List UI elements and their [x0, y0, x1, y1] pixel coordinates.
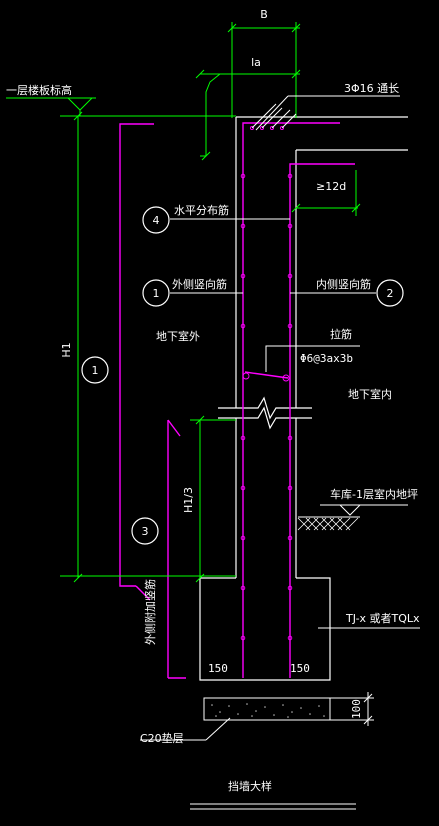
tie-spec-label: Φ6@3ax3b	[300, 352, 353, 365]
callout-4-text: 4	[153, 214, 160, 227]
min12d-label: ≥12d	[316, 180, 346, 193]
garage-floor-label: 车库-1层室内地坪	[330, 487, 418, 501]
rebar	[119, 122, 355, 679]
c20-label: C20垫层	[140, 731, 184, 745]
horizontal-bars-label: 水平分布筋	[174, 203, 229, 217]
inside-label: 地下室内	[348, 387, 392, 401]
rebar-dots	[240, 125, 293, 641]
outside-label: 地下室外	[156, 329, 200, 343]
wall-outline	[199, 116, 408, 681]
dim-b-label: B	[260, 8, 268, 21]
ground-hatch	[297, 517, 359, 531]
callout-2-text: 2	[387, 287, 394, 300]
dim-100-label: 100	[350, 699, 363, 719]
callout-circle-1-left	[81, 356, 109, 384]
h13-label: H1/3	[182, 487, 195, 513]
leader-lines	[140, 95, 420, 810]
dim-la-label: la	[251, 56, 261, 69]
c20-cushion	[203, 697, 331, 721]
cover-left-label: 150	[208, 662, 228, 675]
drawing-title: 挡墙大样	[228, 779, 272, 793]
callout-circle-3	[131, 517, 159, 545]
tie-label: 拉筋	[330, 327, 352, 341]
dimension-lines	[6, 22, 361, 583]
callout-circle-4	[142, 206, 170, 234]
callout-3-text: 3	[142, 525, 149, 538]
top-bar-label: 3Φ16 通长	[344, 82, 399, 95]
callout-1-top-text: 1	[153, 287, 160, 300]
callout-circles	[81, 206, 404, 545]
h1-label: H1	[60, 342, 73, 357]
callout-circle-2	[376, 279, 404, 307]
callout-circle-1-top	[142, 279, 170, 307]
foundation-label: TJ-x 或者TQLx	[345, 612, 420, 625]
inner-vertical-label: 内侧竖向筋	[316, 277, 371, 291]
floor-elev-label: 一层楼板标高	[6, 83, 72, 97]
outer-add-label: 外侧附加竖筋	[143, 579, 157, 645]
outer-vertical-label: 外侧竖向筋	[172, 277, 227, 291]
cover-right-label: 150	[290, 662, 310, 675]
callout-1-left-text: 1	[92, 364, 99, 377]
